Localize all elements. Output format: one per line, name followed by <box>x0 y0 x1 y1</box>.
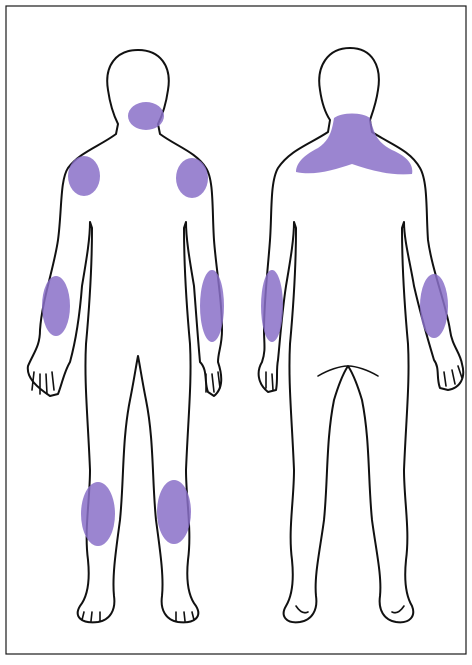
patch-front-right-forearm <box>200 270 224 342</box>
patch-back-right-forearm <box>420 274 448 338</box>
patch-front-right-shoulder <box>176 158 208 198</box>
patch-back-left-forearm <box>261 270 283 342</box>
patch-front-right-knee <box>157 480 191 544</box>
patch-front-left-knee <box>81 482 115 546</box>
patch-front-left-shoulder <box>68 156 100 196</box>
patch-front-left-forearm <box>42 276 70 336</box>
patch-front-neck <box>128 102 164 130</box>
